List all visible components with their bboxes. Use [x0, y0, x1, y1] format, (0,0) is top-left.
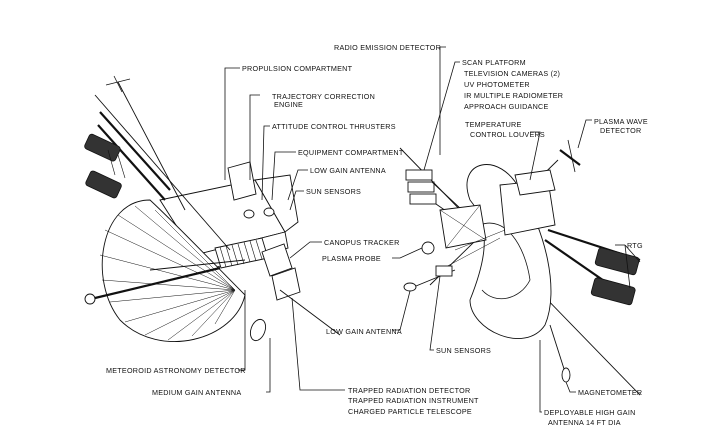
label-approach: APPROACH GUIDANCE — [464, 102, 549, 111]
label-sun-sensors-right: SUN SENSORS — [436, 346, 491, 355]
left-rtg-lower — [85, 170, 122, 199]
callout-labels: PROPULSION COMPARTMENT TRAJECTORY CORREC… — [106, 43, 648, 427]
label-scan-platform: SCAN PLATFORM — [462, 58, 526, 67]
label-tv-cameras: TELEVISION CAMERAS (2) — [464, 69, 560, 78]
right-plasma-probe — [421, 241, 435, 255]
label-temperature-1: TEMPERATURE — [465, 120, 522, 129]
label-meteoroid: METEOROID ASTRONOMY DETECTOR — [106, 366, 246, 375]
right-rtg-lower — [590, 277, 636, 306]
label-plasma-probe: PLASMA PROBE — [322, 254, 381, 263]
left-low-gain-antenna — [243, 209, 255, 219]
left-rtg-upper — [84, 133, 121, 162]
right-magnetometer — [561, 367, 571, 383]
trapped-radiation-box — [271, 267, 301, 301]
label-rtg: RTG — [627, 241, 643, 250]
label-plasma-wave-2: DETECTOR — [600, 126, 641, 135]
right-spacecraft — [399, 139, 641, 396]
left-plasma-probe — [84, 293, 96, 305]
label-sun-sensors-left: SUN SENSORS — [306, 187, 361, 196]
canopus-tracker — [261, 243, 293, 277]
label-high-gain-2: ANTENNA 14 FT DIA — [548, 418, 621, 427]
left-spacecraft — [84, 75, 341, 342]
label-radio-emission: RADIO EMISSION DETECTOR — [334, 43, 441, 52]
label-trapped-1: TRAPPED RADIATION DETECTOR — [348, 386, 470, 395]
temperature-louvers — [514, 169, 556, 196]
label-ir-radiometer: IR MULTIPLE RADIOMETER — [464, 91, 563, 100]
scan-platform-box-1 — [405, 169, 433, 181]
medium-gain-antenna — [249, 318, 267, 342]
right-sun-sensors — [435, 265, 453, 277]
scan-platform-box-3 — [409, 193, 437, 205]
label-trapped-2: TRAPPED RADIATION INSTRUMENT — [348, 396, 479, 405]
label-trajectory-1: TRAJECTORY CORRECTION — [272, 92, 375, 101]
label-low-gain-right: LOW GAIN ANTENNA — [326, 327, 402, 336]
label-temperature-2: CONTROL LOUVERS — [470, 130, 545, 139]
label-medium-gain: MEDIUM GAIN ANTENNA — [152, 388, 241, 397]
left-sun-sensor — [263, 207, 275, 217]
right-rtg-upper — [594, 247, 640, 276]
label-equipment: EQUIPMENT COMPARTMENT — [298, 148, 404, 157]
label-plasma-wave-1: PLASMA WAVE — [594, 117, 648, 126]
label-trapped-3: CHARGED PARTICLE TELESCOPE — [348, 407, 472, 416]
scan-platform-box-2 — [407, 181, 435, 193]
left-high-gain-dish — [101, 199, 246, 342]
label-magnetometer: MAGNETOMETER — [578, 388, 642, 397]
left-bus-end — [254, 174, 299, 233]
leader-lines — [224, 46, 641, 413]
label-low-gain-left: LOW GAIN ANTENNA — [310, 166, 386, 175]
label-attitude: ATTITUDE CONTROL THRUSTERS — [272, 122, 396, 131]
label-uv-photometer: UV PHOTOMETER — [464, 80, 530, 89]
label-trajectory-2: ENGINE — [274, 100, 303, 109]
label-propulsion: PROPULSION COMPARTMENT — [242, 64, 353, 73]
label-high-gain-1: DEPLOYABLE HIGH GAIN — [544, 408, 636, 417]
label-canopus: CANOPUS TRACKER — [324, 238, 400, 247]
propulsion-compartment — [227, 161, 257, 201]
right-low-gain-antenna — [403, 282, 417, 292]
